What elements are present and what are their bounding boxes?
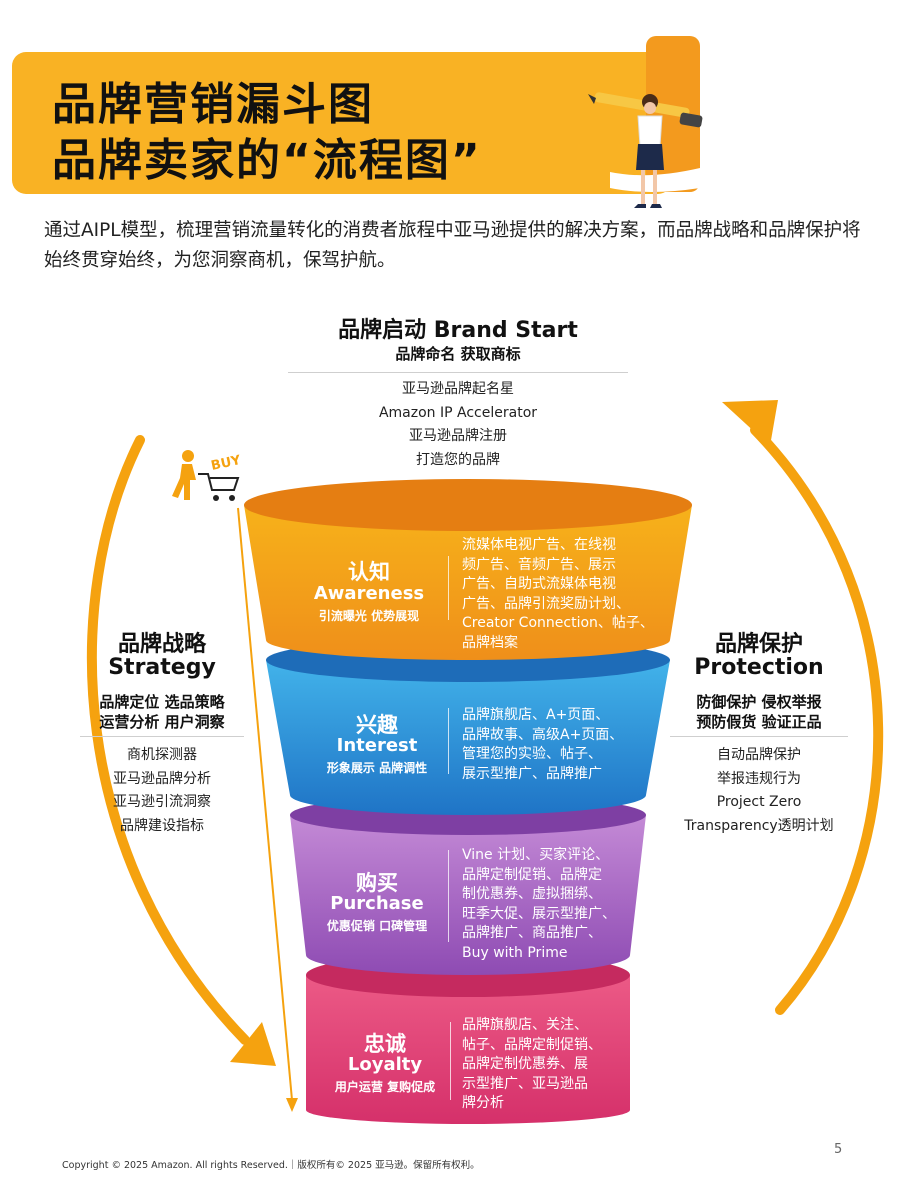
desc-line: 管理您的实验、帖子、 [462, 746, 602, 762]
list-item: 品牌建设指标 [120, 817, 204, 834]
list-item: 自动品牌保护 [717, 747, 801, 763]
purchase-subtitle: 优惠促销 口碑管理 [326, 919, 428, 933]
awareness-description: 流媒体电视广告、在线视 频广告、音频广告、展示 广告、自助式流媒体电视 广告、品… [462, 536, 662, 653]
desc-line: 旺季大促、展示型推广、 [462, 905, 616, 922]
list-item: 举报违规行为 [717, 770, 801, 787]
loyalty-subtitle: 用户运营 复购促成 [334, 1080, 436, 1094]
header-banner [12, 52, 672, 194]
desc-line: 品牌故事、高级A+页面、 [462, 726, 624, 743]
list-item: 打造您的品牌 [416, 451, 500, 468]
awareness-title-en: Awareness [313, 583, 425, 604]
desc-line: Buy with Prime [462, 944, 568, 961]
desc-line: 流媒体电视广告、在线视 [462, 537, 616, 553]
interest-subtitle: 形象展示 品牌调性 [326, 761, 428, 775]
interest-title-en: Interest [336, 735, 418, 756]
loyalty-title-cn: 忠诚 [364, 1032, 406, 1056]
interest-description: 品牌旗舰店、A+页面、 品牌故事、高级A+页面、 管理您的实验、帖子、 展示型推… [462, 706, 652, 784]
desc-line: Creator Connection、帖子、 [462, 615, 654, 631]
intro-paragraph: 通过AIPL模型，梳理营销流量转化的消费者旅程中亚马逊提供的解决方案，而品牌战略… [44, 220, 861, 271]
purchase-title-en: Purchase [330, 893, 424, 914]
purchase-title-cn: 购买 [356, 871, 398, 895]
list-item: 商机探测器 [127, 747, 197, 763]
protection-sub2: 预防假货 验证正品 [696, 713, 822, 731]
protection-rule [670, 736, 848, 737]
desc-line: 品牌档案 [462, 634, 518, 651]
brand-start-subtitle: 品牌命名 获取商标 [395, 345, 521, 363]
protection-list: 自动品牌保护 举报违规行为 Project Zero Transparency透… [670, 744, 848, 838]
left-cycle-arrow [86, 435, 250, 1045]
interest-title-cn: 兴趣 [356, 713, 398, 737]
desc-line: 广告、自助式流媒体电视 [462, 576, 616, 592]
interest-divider [448, 708, 449, 774]
strategy-list: 商机探测器 亚马逊品牌分析 亚马逊引流洞察 品牌建设指标 [80, 744, 244, 838]
desc-line: 制优惠券、虚拟捆绑、 [462, 886, 602, 902]
right-cycle-arrow [750, 425, 884, 1015]
list-item: Transparency透明计划 [684, 817, 834, 834]
footer-copyright: Copyright © 2025 Amazon. All rights Rese… [62, 1160, 480, 1171]
buy-cart-icon: BUY [172, 450, 243, 501]
loyalty-divider [450, 1022, 451, 1100]
desc-line: 频广告、音频广告、展示 [462, 556, 616, 573]
page-title-line2: 品牌卖家的“流程图” [52, 135, 482, 186]
list-item: 亚马逊品牌注册 [409, 428, 507, 444]
list-item: 亚马逊引流洞察 [113, 794, 211, 810]
left-arrow-head-icon [230, 1022, 276, 1066]
strategy-sub2: 运营分析 用户洞察 [99, 713, 225, 731]
strategy-title-en: Strategy [108, 655, 216, 680]
strategy-title-cn: 品牌战略 [117, 632, 206, 657]
awareness-subtitle: 引流曝光 优势展现 [318, 609, 420, 623]
purchase-divider [448, 850, 449, 942]
desc-line: 品牌旗舰店、关注、 [462, 1017, 588, 1033]
desc-line: 品牌定制优惠券、展 [462, 1056, 588, 1072]
desc-line: 品牌旗舰店、A+页面、 [462, 707, 610, 723]
buy-label: BUY [210, 453, 243, 474]
right-arrow-head-icon [722, 400, 778, 446]
page-number: 5 [834, 1142, 843, 1157]
protection-sub1: 防御保护 侵权举报 [696, 693, 822, 711]
strategy-sub1: 品牌定位 选品策略 [99, 693, 225, 711]
funnel-guide-line [237, 507, 293, 1101]
purchase-description: Vine 计划、买家评论、 品牌定制促销、品牌定 制优惠券、虚拟捆绑、 旺季大促… [462, 846, 634, 963]
strategy-rule [80, 736, 244, 737]
brand-start-rule [288, 372, 628, 373]
brand-start-title: 品牌启动 Brand Start [338, 318, 578, 343]
woman-with-pencil-illustration [588, 92, 703, 208]
brand-start-list: 亚马逊品牌起名星 Amazon IP Accelerator 亚马逊品牌注册 打… [288, 378, 628, 472]
desc-line: 广告、品牌引流奖励计划、 [462, 595, 630, 612]
funnel-awareness-shape [244, 479, 692, 660]
desc-line: 帖子、品牌定制促销、 [462, 1036, 602, 1053]
guide-arrow-head-icon [286, 1098, 298, 1112]
desc-line: 展示型推广、品牌推广 [462, 765, 602, 782]
page-title-line1: 品牌营销漏斗图 [52, 79, 374, 130]
list-item: Project Zero [716, 794, 802, 810]
loyalty-description: 品牌旗舰店、关注、 帖子、品牌定制促销、 品牌定制优惠券、展 示型推广、亚马逊品… [462, 1016, 622, 1114]
awareness-divider [448, 556, 449, 620]
desc-line: 品牌推广、商品推广、 [462, 925, 602, 941]
desc-line: 示型推广、亚马逊品 [462, 1075, 588, 1092]
list-item: Amazon IP Accelerator [378, 404, 538, 421]
loyalty-title-en: Loyalty [347, 1054, 423, 1075]
protection-title-en: Protection [694, 655, 824, 680]
awareness-title-cn: 认知 [348, 560, 390, 584]
desc-line: 品牌定制促销、品牌定 [462, 866, 602, 883]
list-item: 亚马逊品牌分析 [113, 770, 211, 787]
desc-line: 牌分析 [462, 1095, 504, 1111]
list-item: 亚马逊品牌起名星 [402, 381, 514, 397]
protection-title-cn: 品牌保护 [714, 632, 803, 657]
desc-line: Vine 计划、买家评论、 [462, 847, 610, 863]
